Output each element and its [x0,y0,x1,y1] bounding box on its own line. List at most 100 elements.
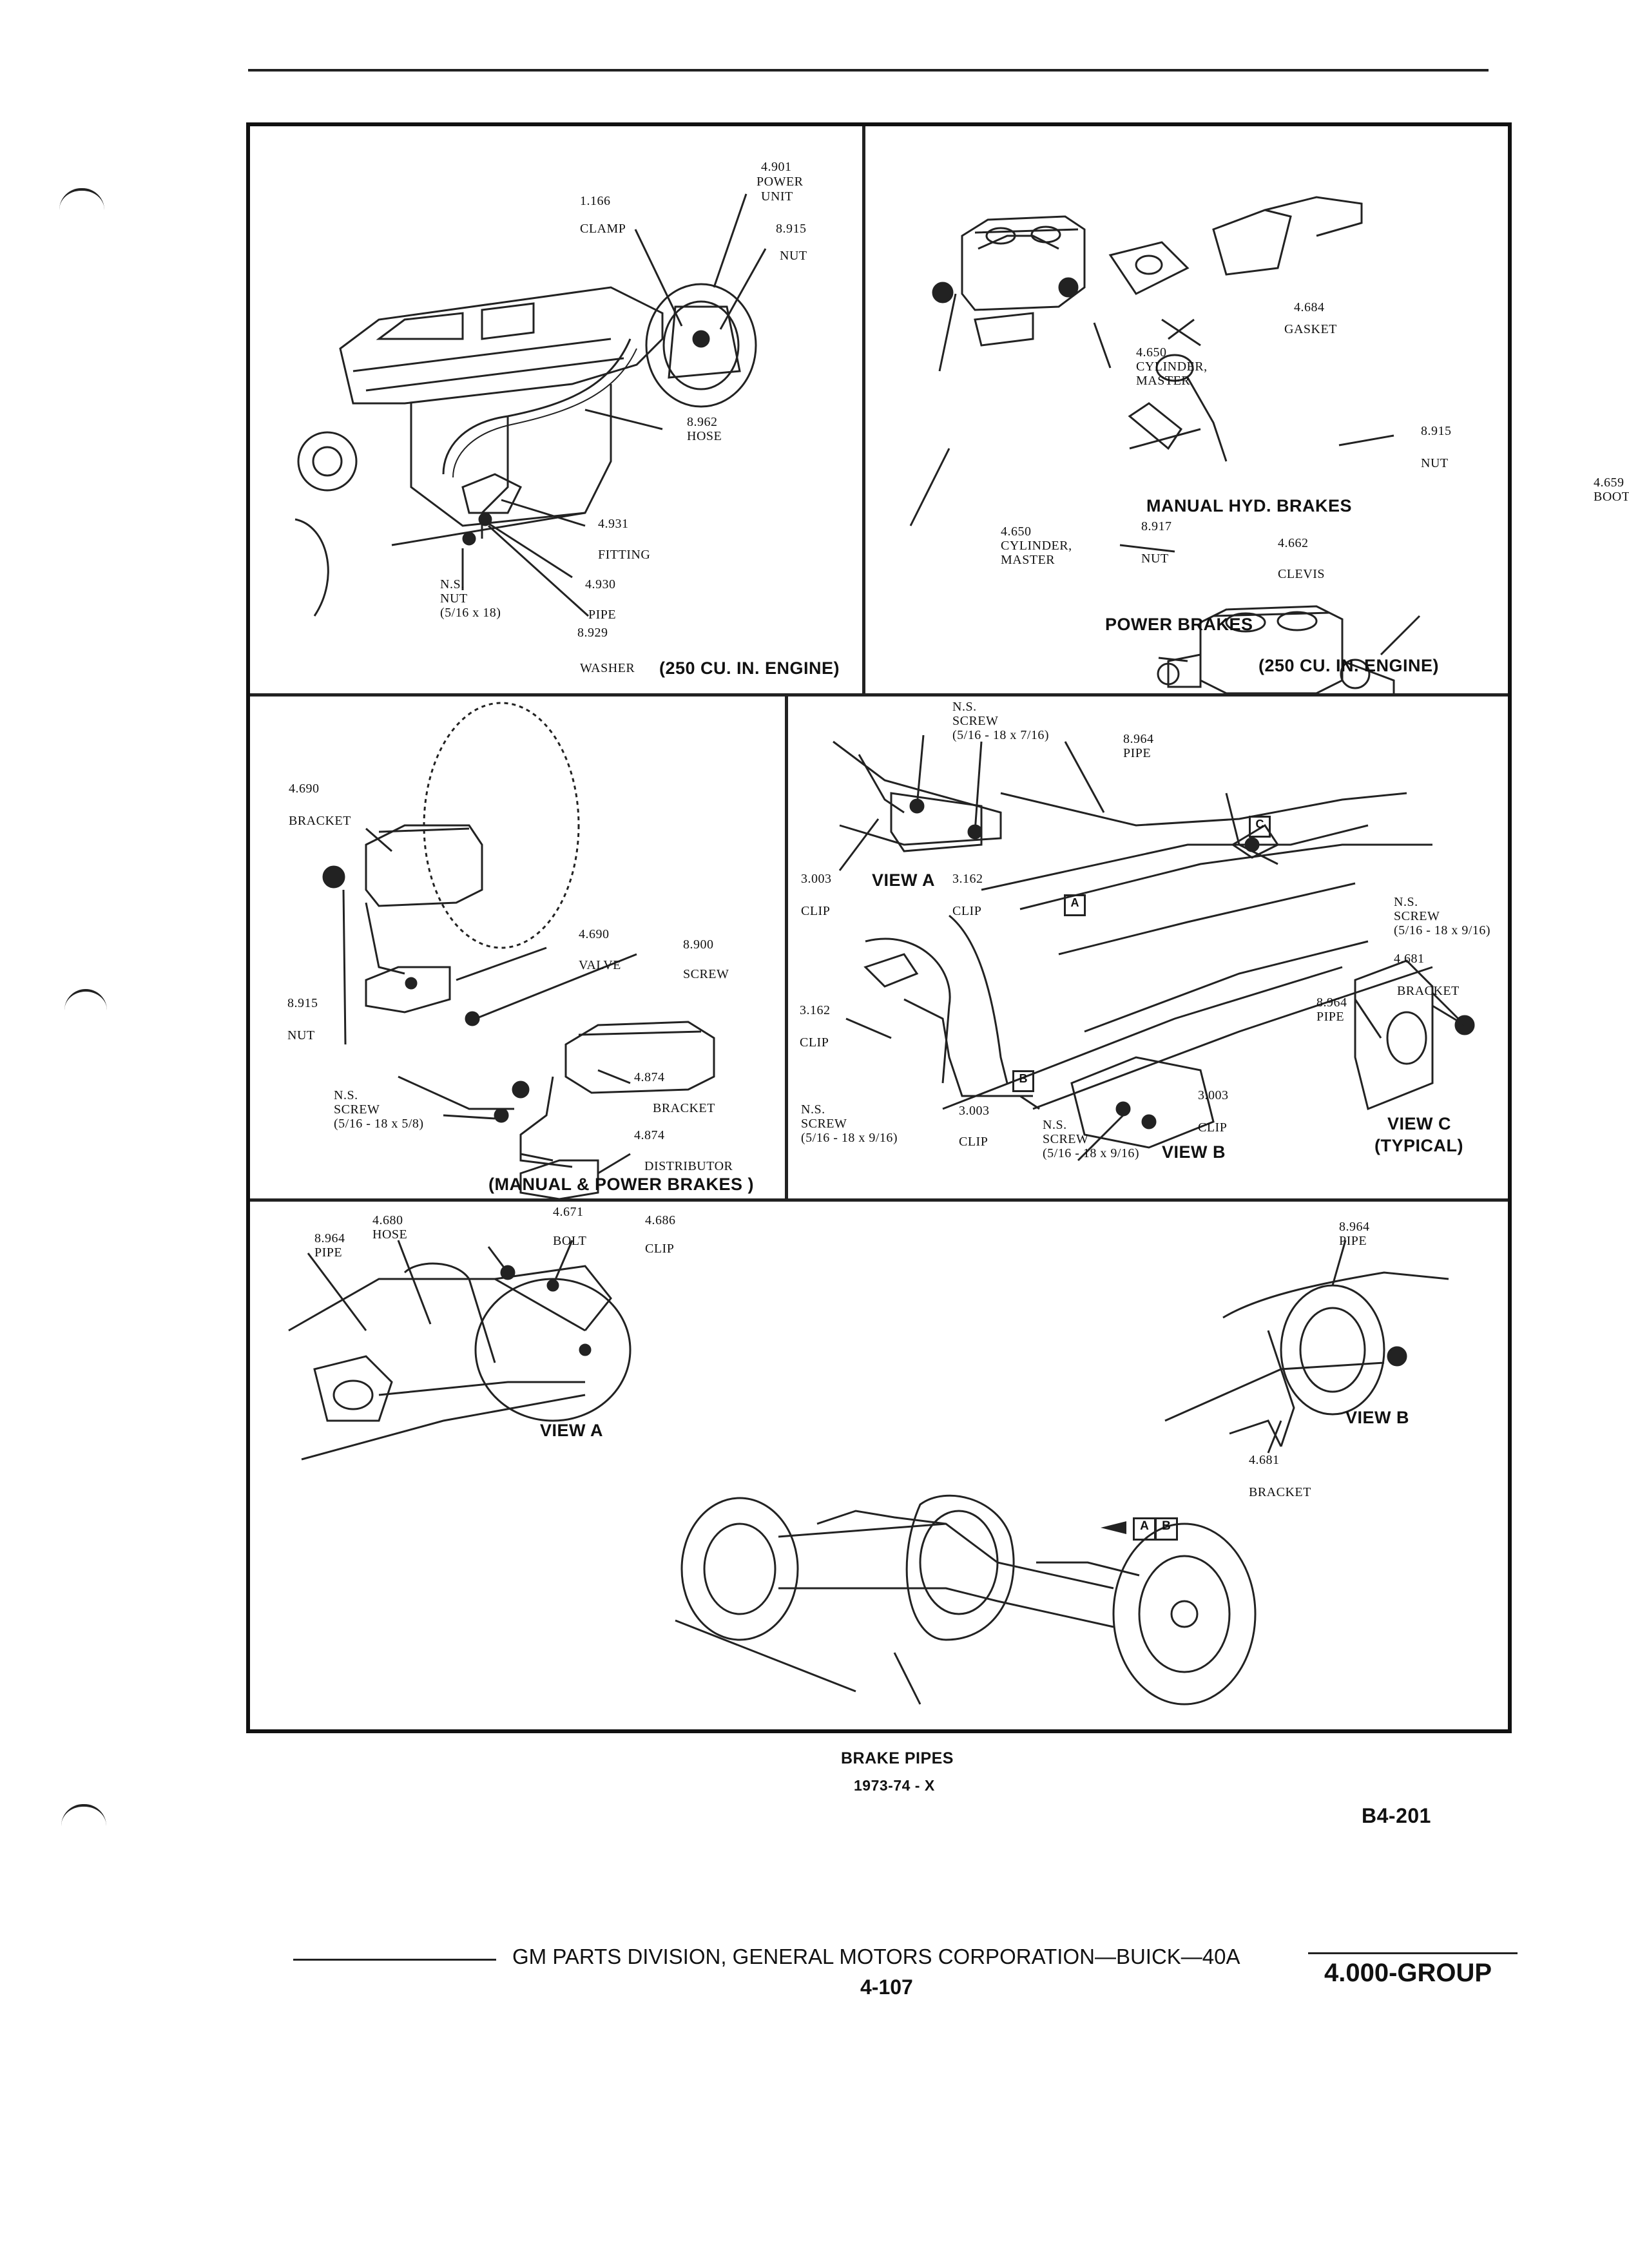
label-8915: 8.915 [1421,424,1452,438]
top-rule [248,69,1489,72]
label-ns-e: N.S. [1043,1118,1067,1132]
label-8964: 8.964 [1123,732,1154,746]
label-3003a: 3.003 [801,872,832,886]
label-4659: 4.659 [1594,476,1624,490]
binder-mark [61,1804,106,1826]
label-screw-e: SCREW [1043,1132,1089,1146]
label-nut: NUT [287,1028,315,1043]
label-4680: 4.680 [372,1213,403,1227]
label-ns: N.S. [440,577,465,591]
footer-page: 4-107 [860,1975,913,1999]
label-size-d: (5/16 - 18 x 9/16) [801,1131,898,1145]
label-8915: 8.915 [287,996,318,1010]
label-4686: 4.686 [645,1213,676,1227]
view-b-caption: VIEW B [1162,1142,1226,1162]
divider-h2 [250,1198,1508,1202]
label-unit: UNIT [761,189,793,204]
label-8915: 8.915 [776,222,807,236]
label-cylinder-a: CYLINDER, [1136,360,1208,374]
label-4901: 4.901 [761,160,792,174]
label-bracket-b: BRACKET [653,1101,715,1115]
tag-a: A [1064,894,1086,916]
figure-code: B4-201 [1362,1804,1431,1827]
label-nut2: NUT [440,591,468,606]
label-p2-engine: (250 CU. IN. ENGINE) [1258,656,1440,675]
engine-caption: (250 CU. IN. ENGINE) [659,658,840,678]
label-4930: 4.930 [585,577,616,591]
binder-mark [59,188,104,210]
distributor-illustration [322,702,715,1199]
label-bracket-a: BRACKET [289,814,351,828]
label-8929: 8.929 [577,626,608,640]
footer-group: 4.000-GROUP [1324,1959,1492,1987]
label-screw-c: SCREW [1394,909,1440,923]
label-size-c: (5/16 - 18 x 9/16) [1394,923,1491,937]
arrow-icon [1101,1521,1126,1534]
label-3162a: 3.162 [952,872,983,886]
view-c-caption: VIEW C [1387,1114,1452,1133]
label-boot: BOOT [1594,490,1629,504]
label-pipe: PIPE [588,608,617,622]
label-4690a: 4.690 [289,782,320,796]
label-pipe-a: PIPE [314,1245,343,1260]
label-clip-b: CLIP [952,904,982,918]
label-pipe-b: PIPE [1316,1010,1345,1024]
label-ns: N.S. [334,1088,358,1102]
label-1166: 1.166 [580,194,611,208]
label-pipe-b: PIPE [1339,1234,1367,1248]
label-pipe: PIPE [1123,746,1152,760]
label-distributor: DISTRIBUTOR [644,1159,733,1173]
label-nut: NUT [1421,456,1449,470]
label-size: (5/16 x 18) [440,606,501,620]
tag-ab-b: B [1155,1517,1178,1541]
label-8964b: 8.964 [1316,995,1347,1010]
footer-rule-right [1308,1952,1518,1954]
label-p2-cylinder-b: CYLINDER, [1001,539,1072,553]
label-3003c: 3.003 [1198,1088,1229,1102]
label-clip-c: CLIP [800,1035,829,1050]
pipe-routing-illustration [833,735,1475,1162]
label-4681: 4.681 [1394,952,1425,966]
label-4684: 4.684 [1294,300,1325,314]
label-8964b: 8.964 [1339,1220,1370,1234]
binder-mark [64,989,107,1011]
panel-rear-axle: A B 4.680 HOSE 8.964 PIPE 4.671 BOLT 4.6… [250,1202,1508,1729]
label-clip-e: CLIP [1198,1120,1228,1135]
label-fitting: FITTING [598,548,651,562]
label-4650a: 4.650 [1136,345,1167,360]
typical-caption: (TYPICAL) [1374,1136,1463,1155]
manual-hyd-brakes-caption: MANUAL HYD. BRAKES [1146,496,1353,515]
label-master-a: MASTER [1136,374,1191,388]
label-clamp: CLAMP [580,222,626,236]
label-3003b: 3.003 [959,1104,990,1118]
panel-master-cylinder: 4.684 GASKET 4.650 CYLINDER, MASTER 8.91… [865,126,1629,693]
label-nut: NUT [780,249,807,263]
view-a-caption-5: VIEW A [540,1421,604,1440]
label-3162b: 3.162 [800,1003,831,1017]
diagram-frame: 1.166 CLAMP 4.901 POWER UNIT 8.915 NUT 8… [246,122,1629,1733]
manual-power-caption: (MANUAL & POWER BRAKES ) [488,1175,754,1194]
figure-title: BRAKE PIPES [841,1749,954,1767]
engine-illustration [294,193,767,617]
label-power: POWER [757,175,804,189]
view-a-caption: VIEW A [872,870,936,890]
tag-c: C [1249,816,1271,838]
label-size-e: (5/16 - 18 x 9/16) [1043,1146,1140,1160]
label-p2-master-b: MASTER [1001,553,1055,567]
footer-rule-left [293,1959,496,1961]
label-8917: 8.917 [1141,519,1172,533]
label-hose: HOSE [687,429,722,443]
label-4690b: 4.690 [579,927,610,941]
tag-ab-a: A [1133,1517,1156,1541]
divider-v1 [862,126,865,693]
label-4662: 4.662 [1278,536,1309,550]
label-screw-d: SCREW [801,1117,847,1131]
label-ns-c: N.S. [1394,895,1418,909]
panel-pipe-routing: A B C N.S. SCREW (5/16 - 18 x 7/16) 8.96… [788,697,1508,1199]
divider-h1 [250,693,1508,697]
label-8964a: 8.964 [314,1231,345,1245]
divider-v2 [785,693,788,1199]
view-b-caption-5: VIEW B [1345,1408,1410,1427]
label-ns-a: N.S. [952,700,977,714]
